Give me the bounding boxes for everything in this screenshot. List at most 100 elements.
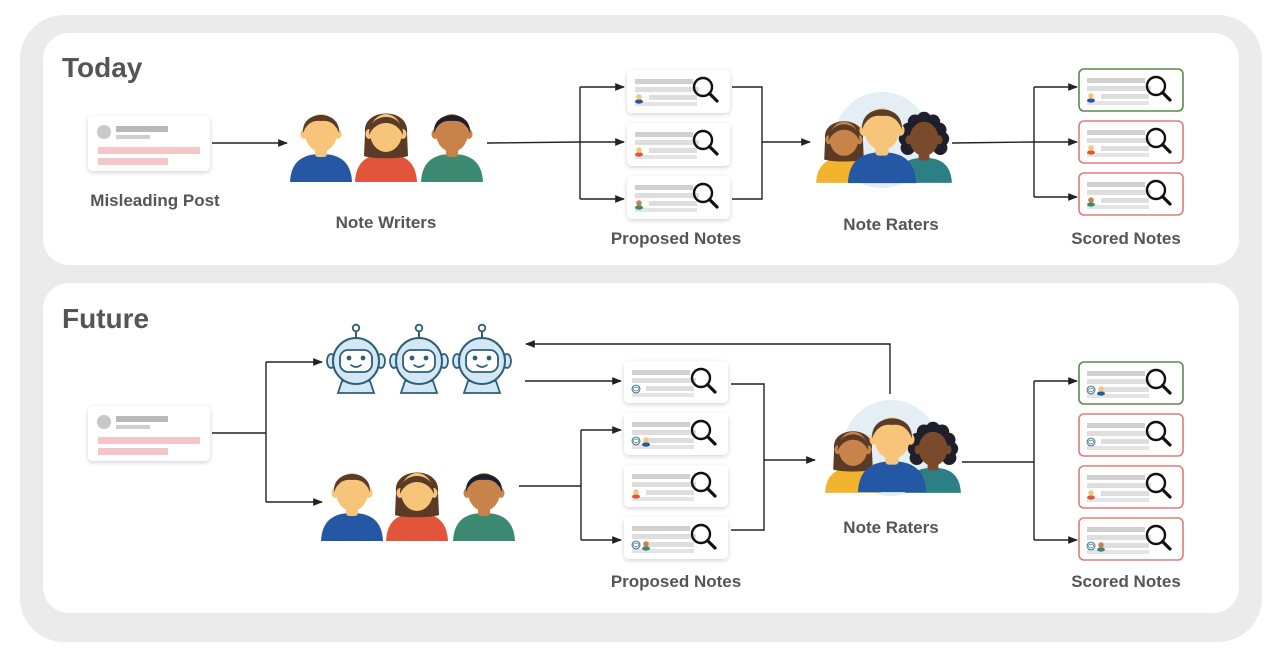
magnifier-icon: [690, 419, 717, 446]
note-text-line: [632, 370, 690, 375]
misleading-post-label: Misleading Post: [90, 191, 220, 210]
future-scored-note-3: [1078, 465, 1184, 509]
note-text-line: [1087, 535, 1151, 540]
person-hair: [302, 115, 340, 133]
note-text-line: [1087, 483, 1151, 488]
note-text-line: [632, 393, 694, 397]
robot-eye: [486, 355, 492, 361]
note-text-line: [1087, 527, 1145, 532]
today-scored-notes-label: Scored Notes: [1071, 229, 1181, 248]
robot-eye: [346, 355, 352, 361]
person-hair-front: [399, 476, 435, 494]
person-author-icon: [1087, 197, 1095, 207]
note-text-line: [1101, 439, 1149, 444]
note-text-line: [1087, 153, 1149, 157]
note-text-line: [632, 378, 696, 383]
writers-to-proposed-line: [486, 141, 581, 144]
robot-antenna-tip: [477, 323, 487, 333]
person-shirt: [857, 461, 927, 493]
magnifier-icon: [692, 76, 719, 103]
person-shirt: [453, 513, 515, 541]
misleading-post-card: [88, 116, 210, 171]
note-text-line: [635, 132, 693, 137]
note-text-line: [635, 102, 697, 106]
person-author-icon: [1087, 145, 1095, 155]
future-scored-note-1: [1078, 361, 1184, 405]
person-hair-front: [828, 124, 860, 141]
feedback-to-robots-arrow: [525, 340, 891, 394]
person-hair: [872, 418, 912, 439]
future-proposed-collector: [731, 383, 765, 531]
today-proposed-notes-label: Proposed Notes: [610, 229, 742, 248]
note-text-line: [635, 208, 697, 212]
person-author-icon: [642, 541, 650, 551]
note-text-line: [632, 482, 696, 487]
note-text-line: [635, 79, 693, 84]
person-head: [864, 108, 900, 151]
robot-eye: [423, 355, 429, 361]
robot-face: [465, 349, 499, 373]
person-head: [436, 114, 468, 152]
note-text-line: [1087, 190, 1151, 195]
post-avatar-icon: [97, 415, 111, 429]
person-head: [874, 417, 910, 460]
note-text-line: [1101, 543, 1149, 548]
today-rater-2-avatar: [847, 108, 917, 184]
note-text-line: [649, 148, 697, 153]
note-text-line: [635, 193, 699, 198]
today-title: Today: [62, 52, 143, 83]
future-proposed-note-4: [624, 517, 728, 559]
magnifier-icon: [1145, 368, 1172, 395]
person-shirt: [421, 154, 483, 182]
robot-face: [402, 349, 436, 373]
note-text-line: [1087, 550, 1149, 554]
future-writer-2-avatar: [386, 472, 448, 541]
post-text-line: [98, 448, 168, 455]
person-shirt: [847, 152, 917, 184]
person-head: [918, 431, 948, 466]
today-scored-note-3: [1078, 172, 1184, 216]
future-scored-note-4: [1078, 517, 1184, 561]
note-text-line: [1087, 86, 1151, 91]
post-handle-line: [116, 425, 150, 429]
robot-eye: [472, 355, 478, 361]
note-text-line: [635, 87, 699, 92]
robot-author-icon: [631, 436, 641, 446]
today-note-raters-label: Note Raters: [843, 215, 939, 234]
note-text-line: [1101, 387, 1149, 392]
future-proposed-notes-label: Proposed Notes: [610, 572, 742, 591]
note-text-line: [1101, 94, 1149, 99]
post-name-line: [116, 416, 168, 422]
note-text-line: [646, 438, 694, 443]
note-text-line: [1087, 446, 1149, 450]
robot-author-icon: [1086, 437, 1096, 447]
today-proposed-note-2: [627, 123, 730, 166]
note-text-line: [632, 534, 696, 539]
person-hair: [333, 474, 371, 492]
post-text-line: [98, 147, 200, 154]
note-text-line: [1087, 138, 1151, 143]
future-post-card: [88, 406, 210, 461]
today-proposed-note-3: [627, 176, 730, 219]
future-note-raters-label: Note Raters: [843, 518, 939, 537]
note-text-line: [1087, 498, 1149, 502]
magnifier-icon: [690, 523, 717, 550]
today-scored-note-2: [1078, 120, 1184, 164]
person-author-icon: [635, 94, 643, 104]
future-scored-notes-label: Scored Notes: [1071, 572, 1181, 591]
note-text-line: [646, 490, 694, 495]
post-handle-line: [116, 135, 150, 139]
robot-antenna-tip: [351, 323, 361, 333]
note-writer-3-avatar: [421, 114, 483, 182]
future-writer-3-avatar: [453, 473, 515, 541]
note-text-line: [1087, 423, 1145, 428]
today-proposed-collector: [732, 86, 763, 200]
magnifier-icon: [1145, 127, 1172, 154]
person-shirt: [290, 154, 352, 182]
future-title: Future: [62, 303, 150, 334]
person-author-icon: [642, 437, 650, 447]
note-text-line: [1087, 379, 1151, 384]
note-text-line: [1087, 130, 1145, 135]
note-text-line: [635, 155, 697, 159]
magnifier-icon: [1145, 420, 1172, 447]
